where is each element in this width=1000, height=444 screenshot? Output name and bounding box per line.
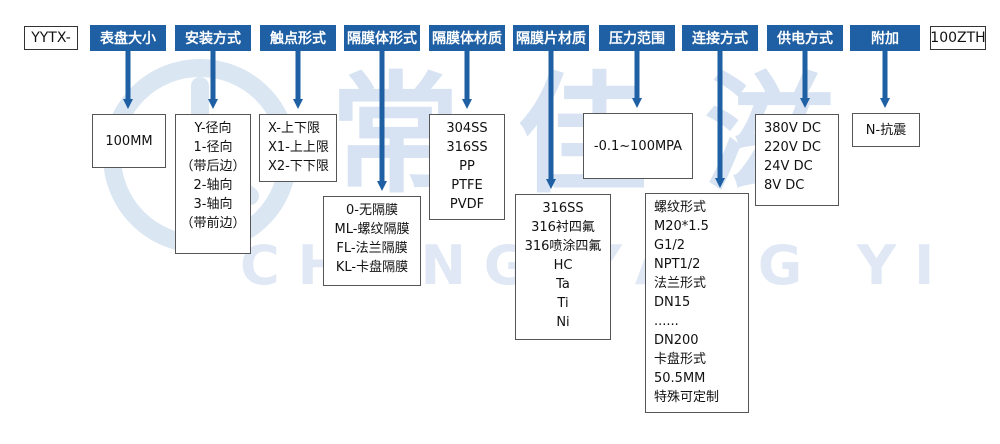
option-item: 24V DC — [764, 159, 813, 174]
option-item: 0-无隔膜 — [346, 203, 398, 218]
option-item: HC — [553, 258, 573, 273]
option-item: 1-径向 — [193, 140, 233, 155]
header-dial-size: 表盘大小 — [90, 25, 166, 51]
options-diaphragm-body-type: 0-无隔膜 ML-螺纹隔膜 FL-法兰隔膜 KL-卡盘隔膜 — [323, 196, 421, 286]
suffix-box: 100ZTH — [930, 26, 986, 50]
header-extra: 附加 — [850, 25, 920, 51]
header-diaphragm-body-type: 隔膜体形式 — [344, 25, 420, 51]
header-pressure-range: 压力范围 — [599, 25, 675, 51]
option-item: 8V DC — [764, 178, 805, 193]
option-item: 316衬四氟 — [531, 220, 595, 235]
option-item: 螺纹形式 — [654, 200, 707, 215]
model-code-box: YYTX- — [24, 26, 78, 50]
option-item: DN200 — [654, 333, 699, 348]
option-item: 316喷涂四氟 — [524, 239, 602, 254]
options-dial-size: 100MM — [92, 114, 166, 168]
option-item: PP — [459, 159, 475, 174]
option-item: -0.1~100MPA — [593, 138, 683, 154]
options-power-supply: 380V DC 220V DC 24V DC 8V DC — [755, 114, 839, 206]
options-pressure-range: -0.1~100MPA — [583, 113, 693, 179]
option-item: （带后边） — [180, 159, 246, 174]
option-item: ML-螺纹隔膜 — [334, 222, 410, 237]
option-item: Y-径向 — [194, 121, 232, 136]
header-connection: 连接方式 — [682, 25, 758, 51]
option-item: FL-法兰隔膜 — [336, 241, 408, 256]
option-item: PVDF — [449, 197, 485, 212]
option-item: G1/2 — [654, 238, 685, 253]
option-item: X1-上上限 — [268, 140, 329, 155]
header-diaphragm-material: 隔膜片材质 — [513, 25, 589, 51]
option-item: N-抗震 — [865, 122, 907, 138]
option-item: NPT1/2 — [654, 257, 701, 272]
option-item: X2-下下限 — [268, 159, 329, 174]
options-contact-type: X-上下限 X1-上上限 X2-下下限 — [259, 114, 337, 182]
option-item: 50.5MM — [654, 371, 706, 386]
option-item: 304SS — [446, 121, 488, 136]
option-item: Ni — [556, 315, 570, 330]
options-mounting: Y-径向 1-径向 （带后边） 2-轴向 3-轴向 （带前边） — [175, 114, 251, 254]
option-item: 2-轴向 — [193, 178, 233, 193]
options-connection: 螺纹形式 M20*1.5 G1/2 NPT1/2 法兰形式 DN15 .....… — [645, 193, 749, 413]
option-item: X-上下限 — [268, 121, 320, 136]
option-item: 316SS — [446, 140, 488, 155]
option-item: 380V DC — [764, 121, 821, 136]
option-item: 220V DC — [764, 140, 821, 155]
options-extra: N-抗震 — [852, 113, 920, 147]
option-item: ...... — [654, 314, 679, 329]
option-item: 卡盘形式 — [654, 352, 707, 367]
option-item: （带前边） — [180, 216, 246, 231]
option-item: 特殊可定制 — [654, 390, 720, 405]
header-contact-type: 触点形式 — [260, 25, 336, 51]
option-item: 3-轴向 — [193, 197, 233, 212]
option-item: 100MM — [105, 133, 153, 149]
option-item: 316SS — [542, 201, 584, 216]
header-diaphragm-body-material: 隔膜体材质 — [429, 25, 505, 51]
option-item: PTFE — [451, 178, 483, 193]
option-item: DN15 — [654, 295, 691, 310]
option-item: 法兰形式 — [654, 276, 707, 291]
option-item: Ti — [557, 296, 569, 311]
header-power-supply: 供电方式 — [767, 25, 843, 51]
option-item: M20*1.5 — [654, 219, 709, 234]
option-item: KL-卡盘隔膜 — [335, 260, 409, 275]
options-diaphragm-material: 316SS 316衬四氟 316喷涂四氟 HC Ta Ti Ni — [515, 194, 611, 340]
header-mounting: 安装方式 — [175, 25, 251, 51]
options-diaphragm-body-material: 304SS 316SS PP PTFE PVDF — [429, 114, 505, 220]
option-item: Ta — [556, 277, 570, 292]
